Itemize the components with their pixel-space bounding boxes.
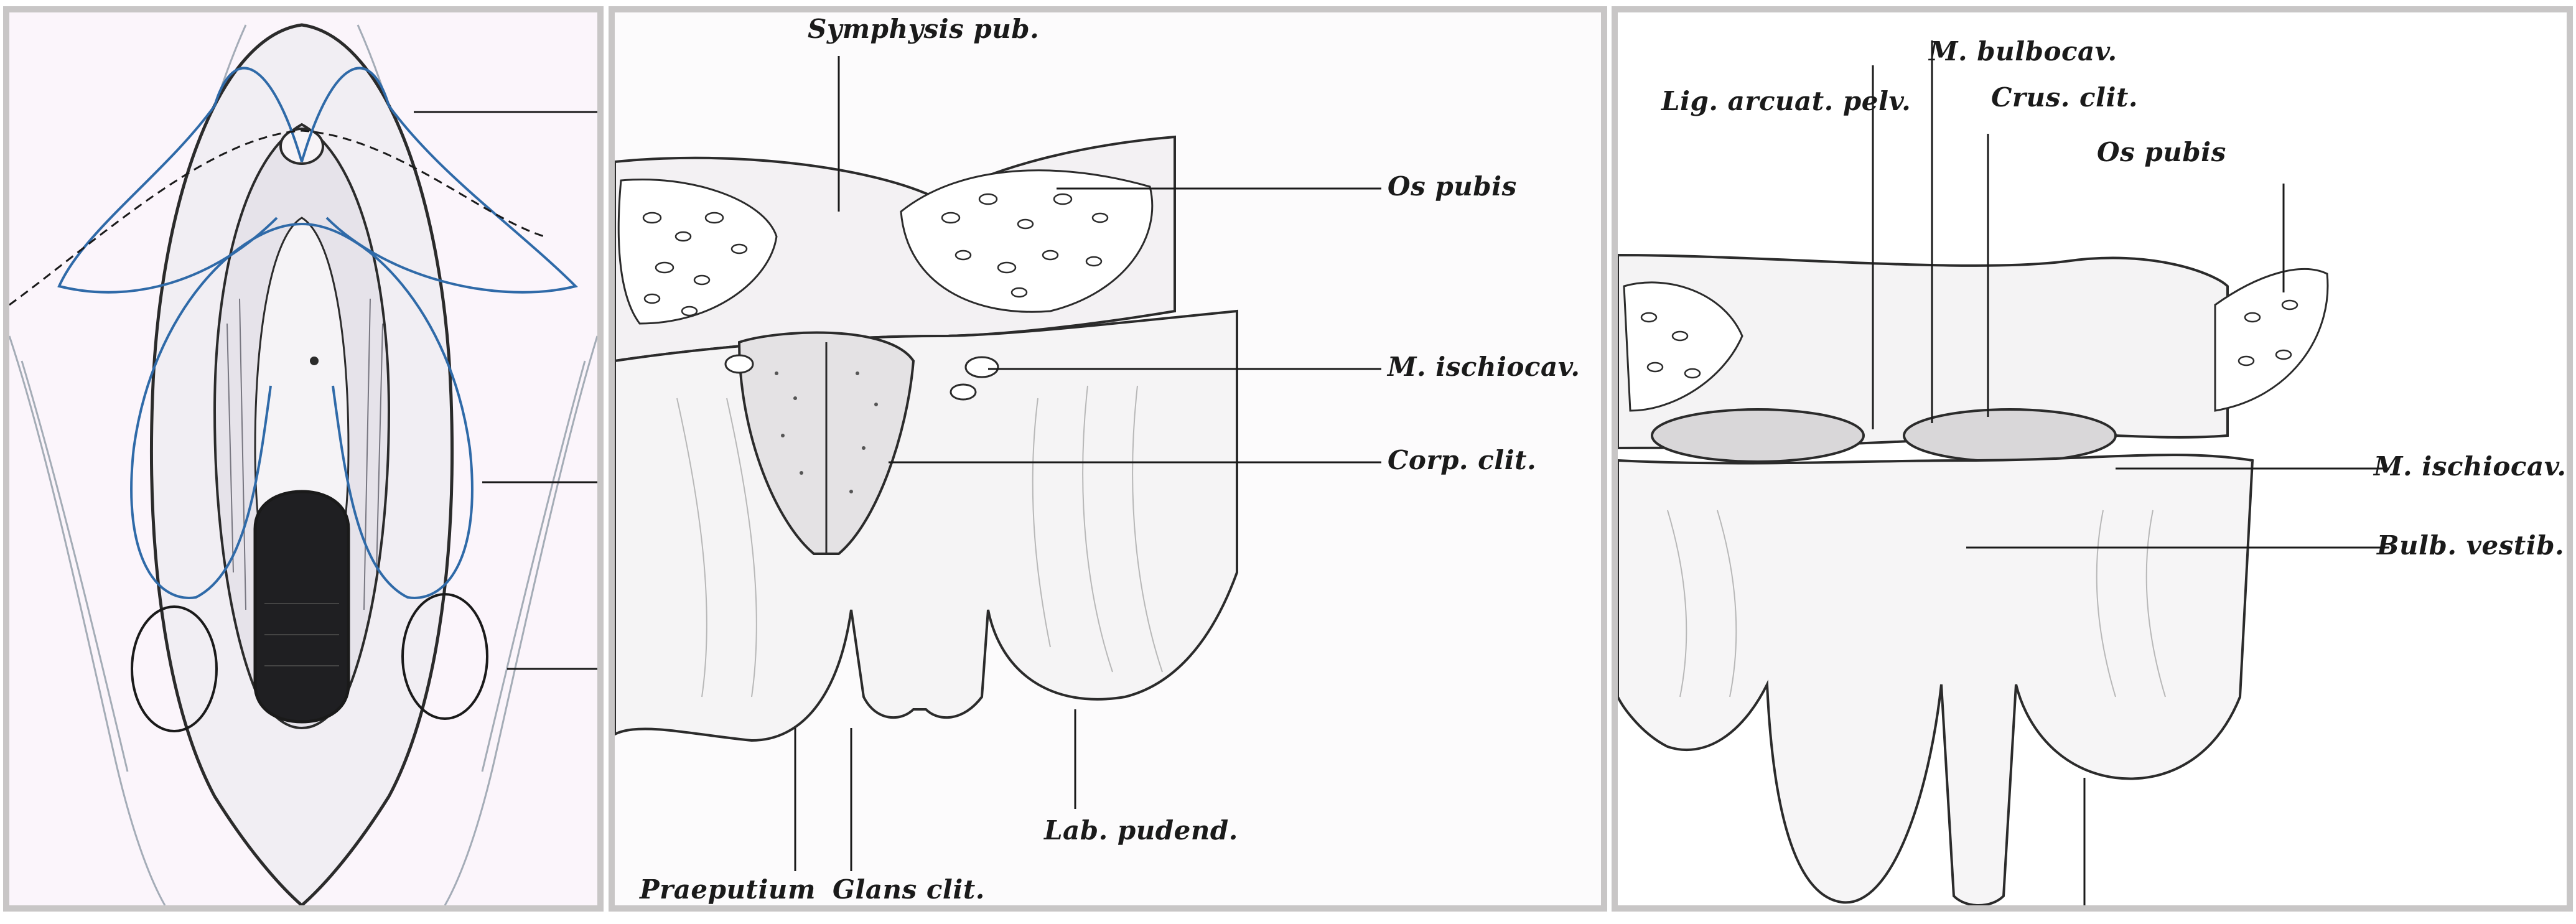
label-lig-arcuat-pelv: Lig. arcuat. pelv.	[1661, 86, 1911, 116]
label-praeputium: Praeputium	[640, 874, 816, 905]
panel-frontal-section: Symphysis pub. Os pubis M. ischiocav. Co…	[609, 6, 1607, 912]
deep-section-illustration	[1618, 40, 2389, 905]
label-m-bulbocav: M. bulbocav.	[1929, 36, 2117, 67]
frontal-section-illustration	[615, 56, 1381, 871]
label-m-ischiocav: M. ischiocav.	[1388, 352, 1580, 382]
label-symphysis-pub: Symphysis pub.	[808, 14, 1040, 44]
label-lab-pudend: Lab. pudend.	[1044, 815, 1238, 846]
external-illustration	[9, 23, 597, 905]
label-crus-clit: Crus. clit.	[1991, 82, 2138, 113]
label-os-pubis-right: Os pubis	[2097, 137, 2226, 167]
label-m-ischiocav-right: M. ischiocav.	[2374, 451, 2567, 482]
label-os-pubis: Os pubis	[1388, 171, 1517, 202]
label-glans-clit: Glans clit.	[833, 874, 985, 905]
panel-deep-section: M. bulbocav. Lig. arcuat. pelv. Crus. cl…	[1612, 6, 2573, 912]
label-bulb-vestib: Bulb. vestib.	[2377, 530, 2565, 561]
panel-external-view	[3, 6, 604, 912]
label-corp-clit: Corp. clit.	[1388, 445, 1537, 475]
